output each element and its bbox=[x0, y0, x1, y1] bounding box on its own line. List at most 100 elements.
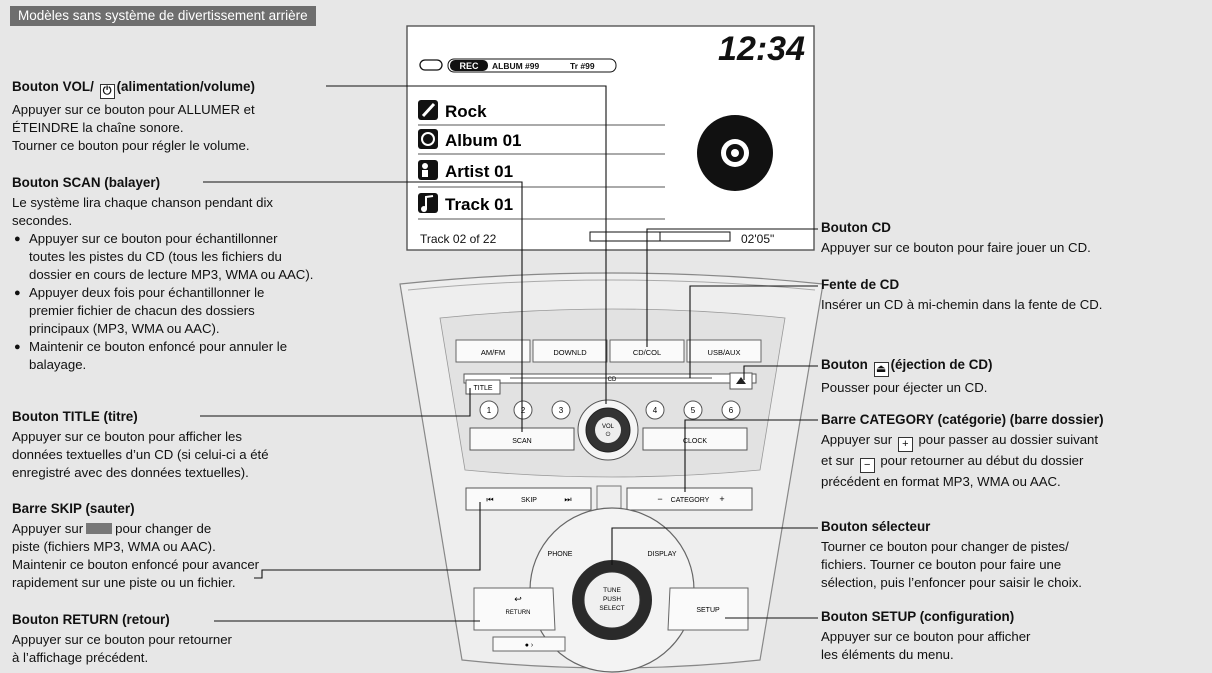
disc-icon bbox=[697, 115, 773, 191]
category-bar[interactable] bbox=[626, 487, 753, 511]
callout-eject-title: Bouton ⏏(éjection de CD) bbox=[821, 357, 993, 377]
callout-vol-title: Bouton VOL/ ⏻(alimentation/volume) bbox=[12, 79, 255, 99]
downld-button[interactable]: DOWNLD bbox=[553, 348, 587, 357]
clock-button[interactable] bbox=[642, 427, 748, 451]
callout-title-title: Bouton TITLE (titre) bbox=[12, 409, 138, 424]
callout-cd: Bouton CD Appuyer sur ce bouton pour fai… bbox=[821, 219, 1206, 257]
leader-cd bbox=[646, 228, 818, 347]
callout-category-title: Barre CATEGORY (catégorie) (barre dossie… bbox=[821, 412, 1104, 427]
display-button[interactable]: DISPLAY bbox=[647, 551, 676, 558]
preset-1-button[interactable]: 1 bbox=[487, 406, 492, 415]
track-count: Track 02 of 22 bbox=[420, 232, 497, 246]
aux-slot bbox=[492, 636, 566, 652]
return-button[interactable] bbox=[473, 587, 556, 631]
leader-vol bbox=[326, 85, 607, 404]
setup-button-label: SETUP bbox=[696, 607, 720, 614]
callout-skip-title: Barre SKIP (sauter) bbox=[12, 501, 135, 516]
leader-slot bbox=[689, 285, 818, 378]
preset-4-button[interactable]: 4 bbox=[653, 406, 658, 415]
return-icon: ↩ bbox=[514, 594, 522, 604]
row-text: Track 01 bbox=[445, 195, 513, 214]
album-icon bbox=[418, 129, 438, 149]
leader-scan bbox=[203, 181, 523, 432]
skip-forward-icon: ⏭ bbox=[564, 495, 571, 504]
eject-icon: ⏏ bbox=[873, 362, 889, 377]
cd-slot-label: CD bbox=[608, 377, 617, 383]
row-text: Album 01 bbox=[445, 131, 522, 150]
display-row-genre: Rock bbox=[418, 100, 665, 126]
skip-label: SKIP bbox=[521, 497, 537, 504]
scan-button-label: SCAN bbox=[512, 438, 531, 445]
selector-knob[interactable]: TUNE PUSH SELECT bbox=[572, 560, 652, 640]
vol-power-knob[interactable]: VOL ⏻ bbox=[577, 399, 639, 461]
preset-3-button[interactable]: 3 bbox=[559, 406, 564, 415]
clock-button-label: CLOCK bbox=[683, 438, 707, 445]
source-buttons: AM/FM DOWNLD CD/COL USB/AUX bbox=[455, 339, 762, 363]
section-tag: Modèles sans système de divertissement a… bbox=[10, 6, 316, 26]
audio-control-panel: AM/FM DOWNLD CD/COL USB/AUX CD TITLE 1 2 bbox=[399, 272, 824, 673]
return-button-label: RETURN bbox=[506, 610, 531, 616]
knob-label-tune: TUNE bbox=[603, 587, 621, 594]
leader-category bbox=[684, 419, 818, 492]
knob-label-push: PUSH bbox=[603, 596, 621, 603]
display-row-album: Album 01 bbox=[418, 129, 665, 155]
callout-selector: Bouton sélecteur Tourner ce bouton pour … bbox=[821, 518, 1206, 592]
eject-icon bbox=[736, 377, 746, 384]
display-row-track: Track 01 bbox=[418, 193, 665, 220]
am-fm-button[interactable]: AM/FM bbox=[481, 348, 505, 357]
scan-bullet: Maintenir ce bouton enfoncé pour annuler… bbox=[12, 338, 392, 374]
callout-scan: Bouton SCAN (balayer) Le système lira ch… bbox=[12, 174, 392, 374]
preset-6-button[interactable]: 6 bbox=[729, 406, 734, 415]
minus-icon: − bbox=[859, 458, 875, 473]
audio-display: 12:34 REC ALBUM #99 Tr #99 Rock Album 01 bbox=[406, 25, 815, 251]
callout-return-title: Bouton RETURN (retour) bbox=[12, 612, 170, 627]
category-plus-icon: + bbox=[719, 494, 724, 504]
row-text: Rock bbox=[445, 102, 487, 121]
leader-lines bbox=[200, 85, 818, 622]
callout-setup: Bouton SETUP (configuration) Appuyer sur… bbox=[821, 608, 1206, 664]
display-row-artist: Artist 01 bbox=[418, 160, 665, 188]
power-icon: ⏻ bbox=[99, 84, 115, 99]
callout-return: Bouton RETURN (retour) Appuyer sur ce bo… bbox=[12, 611, 352, 667]
row-text: Artist 01 bbox=[445, 162, 513, 181]
skip-bar[interactable] bbox=[465, 487, 592, 511]
callout-category: Barre CATEGORY (catégorie) (barre dossie… bbox=[821, 411, 1206, 491]
category-minus-icon: − bbox=[657, 494, 662, 504]
preset-5-button[interactable]: 5 bbox=[691, 406, 696, 415]
skip-back-icon: ⏮ bbox=[486, 495, 493, 504]
callout-title: Bouton TITLE (titre) Appuyer sur ce bout… bbox=[12, 408, 352, 482]
setup-button[interactable] bbox=[667, 587, 749, 631]
elapsed-time: 02'05" bbox=[741, 232, 774, 246]
callout-slot-title: Fente de CD bbox=[821, 277, 900, 292]
preset-buttons: 1 2 3 4 5 6 bbox=[479, 400, 741, 420]
callout-selector-title: Bouton sélecteur bbox=[821, 519, 931, 534]
phone-button[interactable]: PHONE bbox=[548, 551, 573, 558]
scan-bullet: Appuyer deux fois pour échantillonner le… bbox=[12, 284, 392, 338]
callout-cd-title: Bouton CD bbox=[821, 220, 891, 235]
scan-bullets: Appuyer sur ce bouton pour échantillonne… bbox=[12, 230, 392, 374]
callout-slot: Fente de CD Insérer un CD à mi-chemin da… bbox=[821, 276, 1206, 314]
category-label: CATEGORY bbox=[671, 497, 710, 504]
usb-aux-button[interactable]: USB/AUX bbox=[708, 348, 741, 357]
track-number: Tr #99 bbox=[570, 61, 595, 71]
knob-label-select: SELECT bbox=[599, 605, 624, 612]
leader-title bbox=[200, 388, 471, 417]
callout-eject: Bouton ⏏(éjection de CD) Pousser pour éj… bbox=[821, 356, 1206, 397]
title-button[interactable] bbox=[465, 379, 501, 395]
scan-bullet: Appuyer sur ce bouton pour échantillonne… bbox=[12, 230, 392, 284]
aux-slot-icon: ● › bbox=[525, 642, 534, 649]
callout-scan-title: Bouton SCAN (balayer) bbox=[12, 175, 161, 190]
album-number: ALBUM #99 bbox=[492, 61, 540, 71]
rec-badge: REC bbox=[459, 61, 479, 71]
vol-label: VOL bbox=[602, 424, 615, 430]
disc-status-icon bbox=[419, 59, 443, 71]
callout-vol: Bouton VOL/ ⏻(alimentation/volume) Appuy… bbox=[12, 78, 332, 155]
preset-2-button[interactable]: 2 bbox=[521, 406, 526, 415]
title-button-label: TITLE bbox=[473, 385, 492, 392]
leader-selector bbox=[611, 527, 818, 565]
cd-col-button[interactable]: CD/COL bbox=[633, 348, 661, 357]
leader-eject bbox=[743, 365, 818, 380]
plus-icon: + bbox=[897, 437, 913, 452]
